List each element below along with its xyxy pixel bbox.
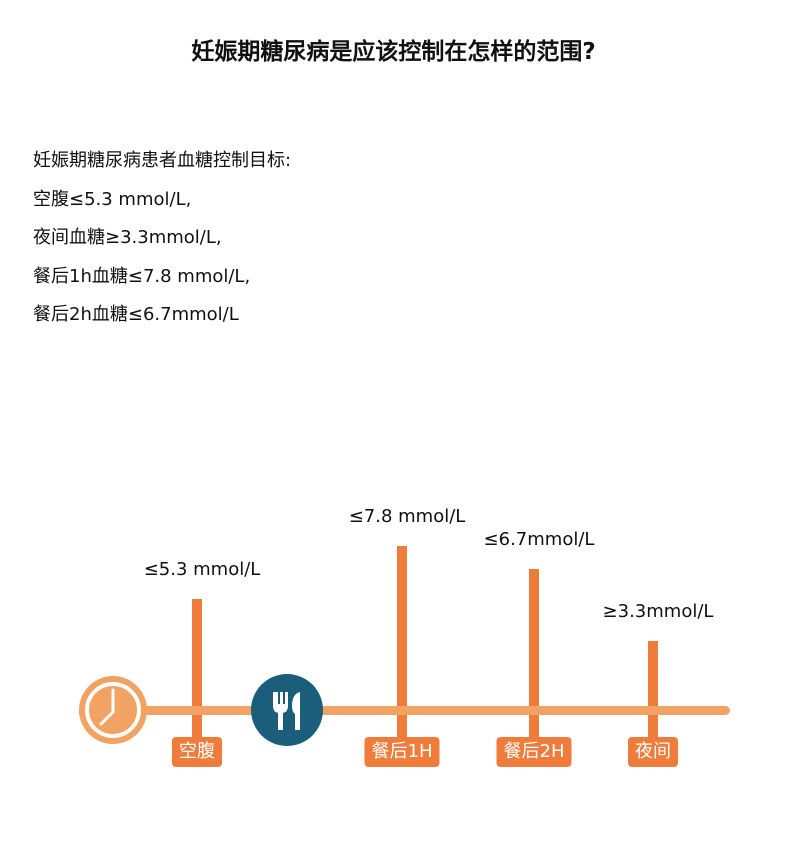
data-label-0: ≤5.3 mmol/L: [143, 558, 261, 580]
category-label-2: 餐后2H: [496, 737, 572, 767]
fork-knife-icon: [251, 674, 323, 746]
target-fasting: 空腹≤5.3 mmol/L,: [33, 188, 192, 210]
data-label-2: ≤6.7mmol/L: [483, 529, 595, 551]
clock-icon: [79, 676, 147, 744]
intro-text: 妊娠期糖尿病患者血糖控制目标: 空腹≤5.3 mmol/L, 夜间血糖≥3.3m…: [33, 142, 291, 335]
target-night: 夜间血糖≥3.3mmol/L,: [33, 227, 222, 248]
data-label-3: ≥3.3mmol/L: [602, 600, 714, 622]
data-label-1: ≤7.8 mmol/L: [348, 506, 466, 528]
category-label-1: 餐后1H: [364, 737, 440, 767]
category-label-0: 空腹: [172, 737, 222, 767]
bar-3: [648, 640, 658, 745]
bar-1: [397, 546, 407, 745]
target-2h: 餐后2h血糖≤6.7mmol/L: [33, 304, 239, 325]
target-1h: 餐后1h血糖≤7.8 mmol/L,: [33, 265, 251, 287]
page-title: 妊娠期糖尿病是应该控制在怎样的范围?: [191, 39, 596, 65]
bar-2: [529, 569, 539, 745]
timeline-axis: [110, 706, 730, 715]
intro-heading: 妊娠期糖尿病患者血糖控制目标:: [33, 150, 292, 171]
bar-0: [192, 598, 202, 745]
category-label-3: 夜间: [628, 737, 678, 767]
